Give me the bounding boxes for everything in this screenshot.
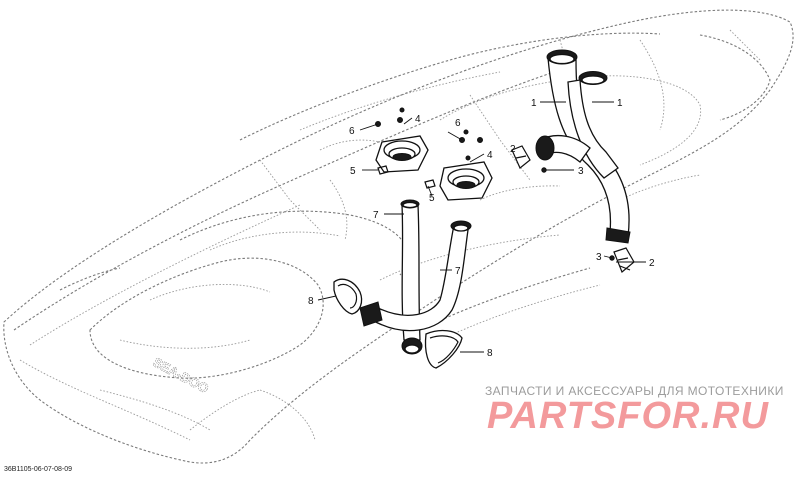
- intake-duct-2: [567, 71, 619, 179]
- callout-1: 1: [617, 98, 623, 109]
- callout-3: 3: [596, 252, 602, 263]
- watermark-caption: ЗАПЧАСТИ И АКСЕССУАРЫ ДЛЯ МОТОТЕХНИКИ: [485, 384, 784, 398]
- callout-6: 6: [455, 118, 461, 129]
- gasket-8a: [333, 278, 363, 315]
- callout-7: 7: [373, 210, 379, 221]
- callout-3: 3: [578, 166, 584, 177]
- callout-2: 2: [510, 144, 516, 155]
- vent-housing-4b: [439, 161, 493, 201]
- callout-4: 4: [415, 114, 421, 125]
- leader-lines: [317, 101, 646, 353]
- clamp-2-upper: [511, 145, 531, 169]
- clamp-2-lower: [613, 247, 635, 273]
- callout-8: 8: [308, 296, 314, 307]
- intake-stub: [535, 134, 591, 163]
- callout-8: 8: [487, 348, 493, 359]
- gasket-8b: [424, 329, 463, 369]
- callout-5: 5: [429, 193, 435, 204]
- duct-7a: [400, 199, 423, 355]
- vent-housing-4a: [375, 135, 429, 173]
- figure-code: 36B1105-06-07-08-09: [4, 466, 72, 473]
- callout-6: 6: [349, 126, 355, 137]
- watermark-brand-logo: PARTSFOR.RU: [487, 395, 769, 437]
- callout-5: 5: [350, 166, 356, 177]
- duct-7b: [359, 220, 472, 332]
- callout-1: 1: [531, 98, 537, 109]
- fastener-5: [377, 165, 436, 189]
- hull-outline: [3, 9, 794, 464]
- callout-labels: 1 1 2 2 3 3 4 4 5 5 6 6 7 7 8 8: [308, 98, 655, 359]
- callout-4: 4: [487, 150, 493, 161]
- callout-2: 2: [649, 258, 655, 269]
- callout-7: 7: [455, 266, 461, 277]
- hull-brand-print: SEA-DOO: [151, 354, 212, 396]
